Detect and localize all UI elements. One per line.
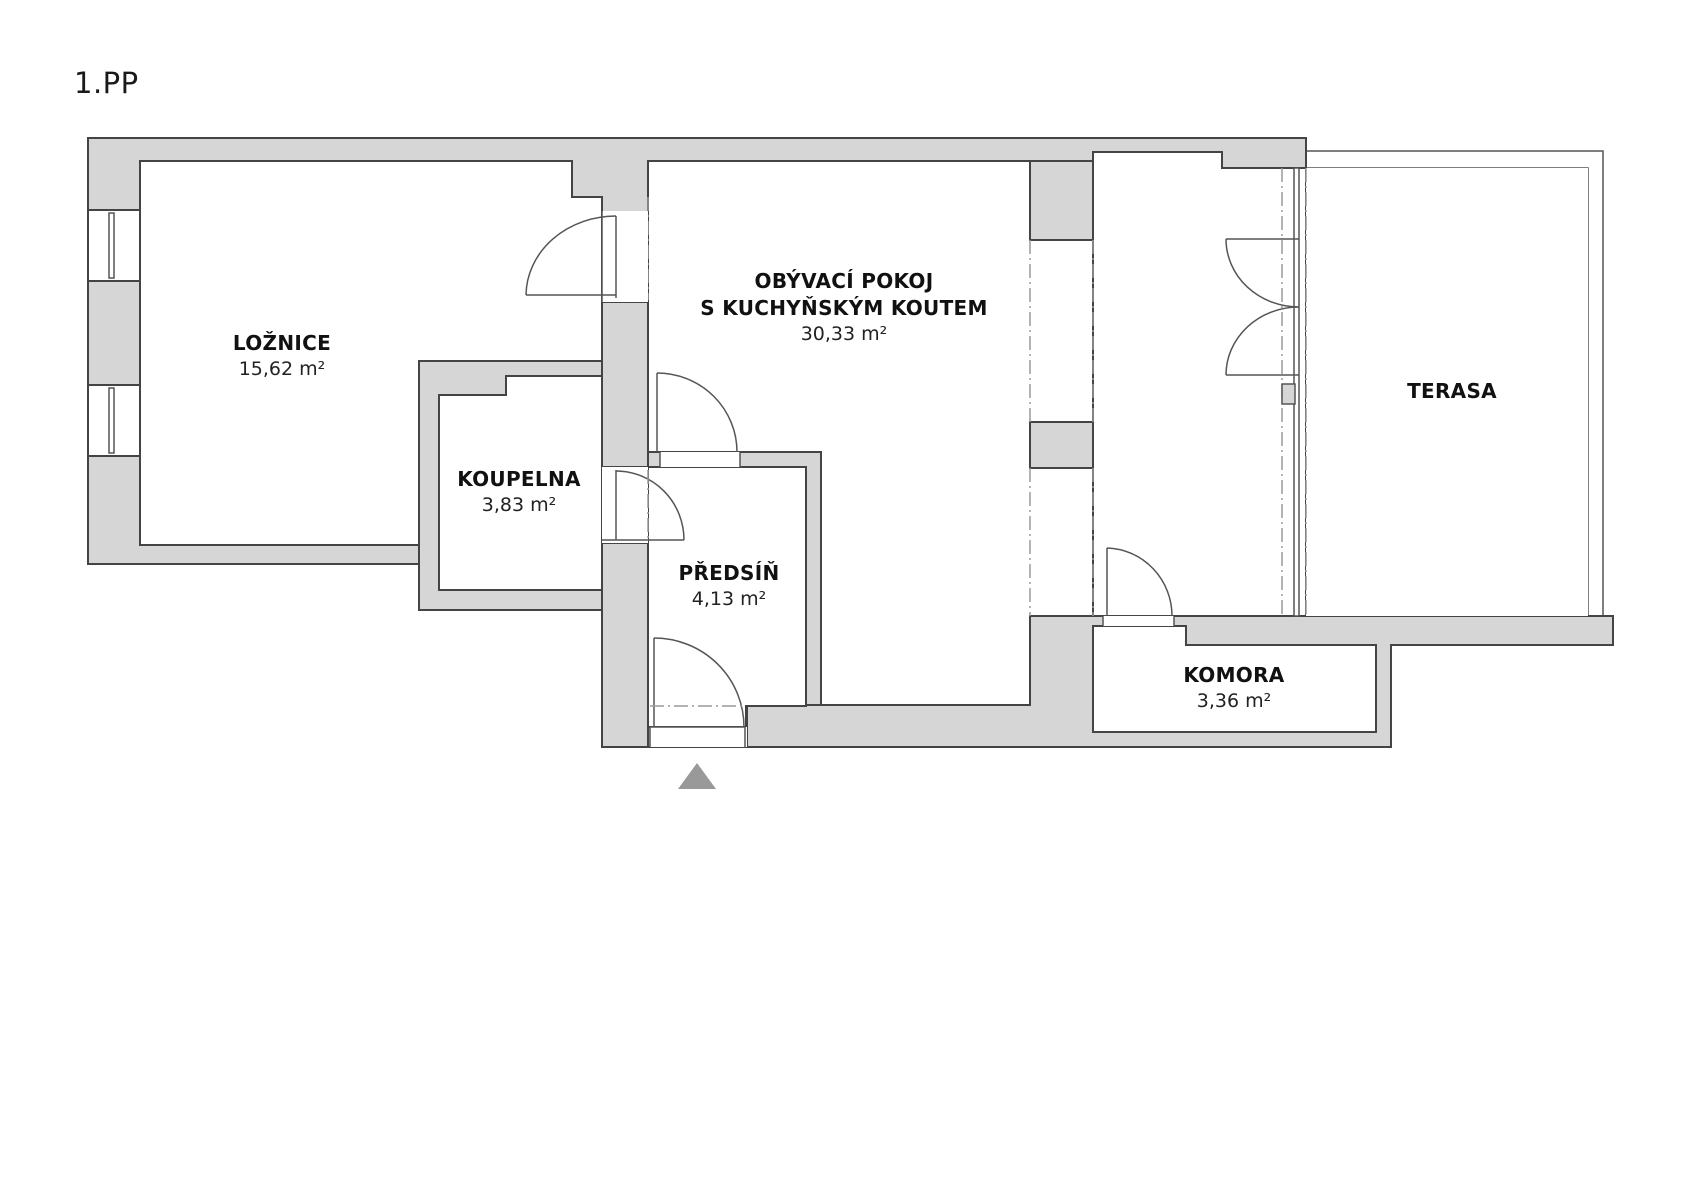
wall-column-upper [601,301,649,468]
room-name: PŘEDSÍŇ [678,561,780,585]
room-label-living-room: OBÝVACÍ POKOJ S KUCHYŇSKÝM KOUTEM 30,33 … [700,268,987,347]
storage-floor [1092,625,1377,733]
room-area: 15,62 m² [238,358,326,380]
room-area: 3,36 m² [1196,690,1272,712]
bedroom-window-1 [87,209,141,282]
entrance-door [649,637,747,747]
room-area: 4,13 m² [691,588,767,610]
bedroom-window-2 [87,384,141,457]
bathroom-door [602,467,685,543]
room-area: 30,33 m² [800,323,888,345]
room-name: LOŽNICE [232,331,332,355]
floor-label: 1.PP [74,66,139,100]
room-label-storage: KOMORA 3,36 m² [1183,662,1284,714]
entrance-arrow-icon [678,763,716,789]
glazing-post [1281,383,1296,405]
room-label-bathroom: KOUPELNA 3,83 m² [457,466,581,518]
room-name-line1: OBÝVACÍ POKOJ [754,269,934,293]
room-name: KOMORA [1183,663,1285,687]
wall-block-top [1029,160,1094,241]
room-label-terrace: TERASA [1407,378,1497,405]
room-name: KOUPELNA [457,467,581,491]
room-name: TERASA [1407,379,1497,403]
pillar [1029,421,1094,469]
room-name-line2: S KUCHYŇSKÝM KOUTEM [700,296,988,320]
wall-column-lower [601,542,649,748]
room-label-hallway: PŘEDSÍŇ 4,13 m² [678,560,779,612]
living-room-extension-floor [1092,151,1307,617]
terrace-floor [1306,168,1588,616]
living-room-door [656,372,741,467]
storage-door [1102,547,1175,626]
terrace-glazing [1225,167,1307,617]
room-area: 3,83 m² [481,494,557,516]
room-label-bedroom: LOŽNICE 15,62 m² [233,330,331,382]
hallway-floor [647,466,807,728]
bedroom-door [525,211,648,302]
